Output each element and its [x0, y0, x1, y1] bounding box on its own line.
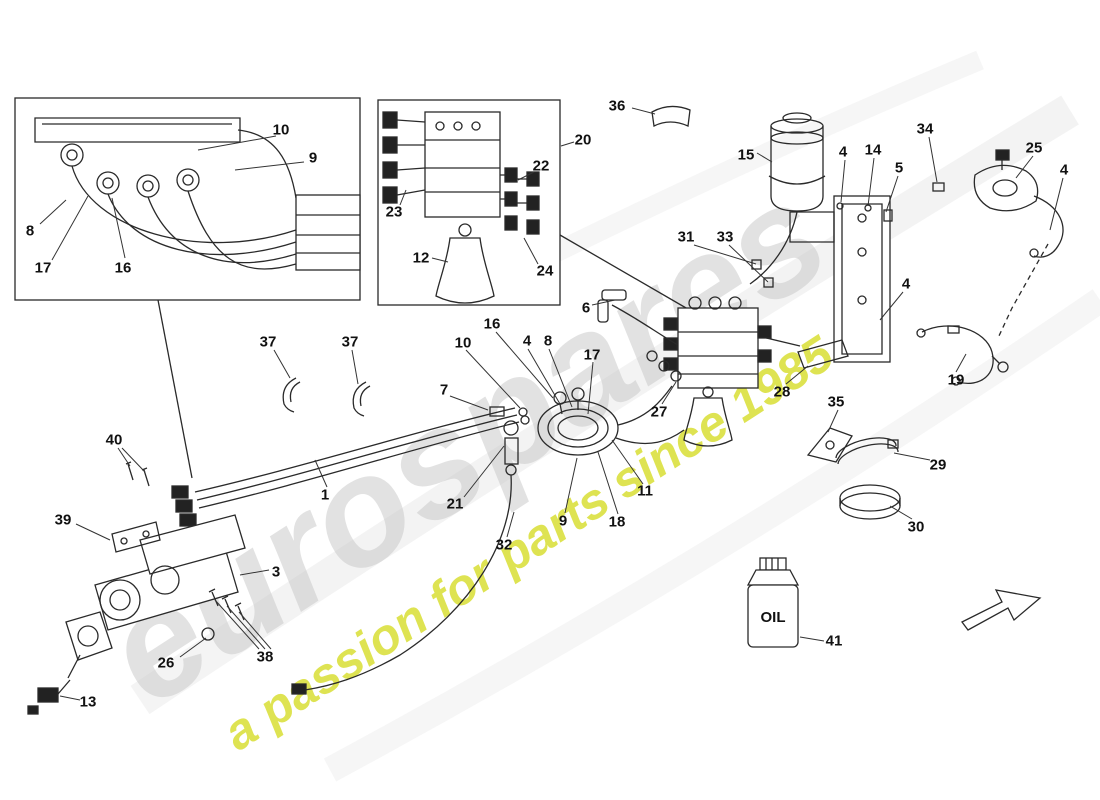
part-callout-39: 39: [54, 511, 72, 529]
clamp-29: [835, 437, 899, 465]
part-callout-24: 24: [536, 262, 554, 280]
part-callout-5: 5: [894, 159, 904, 177]
part-36-strap: [651, 105, 691, 127]
part-callout-38: 38: [256, 648, 274, 666]
part-callout-3: 3: [271, 563, 281, 581]
part-callout-8: 8: [25, 222, 35, 240]
pump-unit: [973, 149, 1064, 339]
part-callout-35: 35: [827, 393, 845, 411]
part-callout-20: 20: [574, 131, 592, 149]
part-callout-9: 9: [308, 149, 318, 167]
oil-bottle: [746, 557, 800, 648]
hex-fittings: [646, 350, 682, 382]
part-callout-31: 31: [677, 228, 695, 246]
part-callout-4: 4: [838, 143, 848, 161]
part-31-fastener: [751, 259, 762, 270]
part-callout-27: 27: [650, 403, 668, 421]
part-callout-37: 37: [259, 333, 277, 351]
part-callout-16: 16: [483, 315, 501, 333]
inset2-pointer-line: [559, 234, 694, 313]
bearing-shells-37: [282, 377, 371, 417]
part-callout-13: 13: [79, 693, 97, 711]
part-callout-21: 21: [446, 495, 464, 513]
part-callout-8: 8: [543, 332, 553, 350]
part-callout-28: 28: [773, 383, 791, 401]
pipe-19: [916, 325, 1009, 386]
part-callout-18: 18: [608, 513, 626, 531]
part-callout-37: 37: [341, 333, 359, 351]
part-callout-36: 36: [608, 97, 626, 115]
part-callout-10: 10: [272, 121, 290, 139]
connector-13: [27, 679, 71, 715]
part-callout-4: 4: [1059, 161, 1069, 179]
part-callout-6: 6: [581, 299, 591, 317]
part-callout-17: 17: [34, 259, 52, 277]
part-callout-32: 32: [495, 536, 513, 554]
part-callout-41: 41: [825, 632, 843, 650]
part-callout-17: 17: [583, 346, 601, 364]
part-callout-40: 40: [105, 431, 123, 449]
part-callout-16: 16: [114, 259, 132, 277]
heat-exchanger-coil: [537, 385, 685, 456]
bracket-35: [806, 427, 853, 463]
valve-block: [663, 296, 772, 447]
part-6-fitting: [597, 289, 679, 346]
part-33-fastener: [763, 277, 774, 288]
selector-actuator: [65, 514, 246, 679]
part-callout-19: 19: [947, 371, 965, 389]
part-callout-26: 26: [157, 654, 175, 672]
part-callout-4: 4: [522, 332, 532, 350]
part-callout-4: 4: [901, 275, 911, 293]
part-callout-22: 22: [532, 157, 550, 175]
inset1-pointer-line: [157, 299, 193, 479]
part-callout-33: 33: [716, 228, 734, 246]
inline-valve-and-cable: [291, 420, 519, 695]
part-callout-10: 10: [454, 334, 472, 352]
oil-reservoir: [749, 112, 826, 285]
part-callout-15: 15: [737, 146, 755, 164]
oil-bottle-label: OIL: [761, 609, 786, 626]
part-callout-1: 1: [320, 486, 330, 504]
screws-38: [208, 588, 245, 621]
part-callout-7: 7: [439, 381, 449, 399]
direction-arrow: [961, 589, 1042, 631]
part-callout-9: 9: [558, 512, 568, 530]
leader-lines: [39, 107, 1064, 701]
ring-30: [839, 484, 901, 520]
part-callout-34: 34: [916, 120, 934, 138]
part-callout-11: 11: [637, 482, 653, 500]
part-callout-29: 29: [929, 456, 947, 474]
mounting-bracket: [757, 195, 893, 369]
part-callout-30: 30: [907, 518, 925, 536]
part-callout-12: 12: [412, 249, 430, 267]
part-callout-25: 25: [1025, 139, 1043, 157]
inset-box-valve-unit: [377, 99, 561, 306]
hose-harness: [171, 406, 530, 527]
inset-box-manifold: [14, 97, 361, 301]
part-callout-23: 23: [385, 203, 403, 221]
part-34-clip: [932, 182, 945, 192]
part-callout-14: 14: [864, 141, 882, 159]
